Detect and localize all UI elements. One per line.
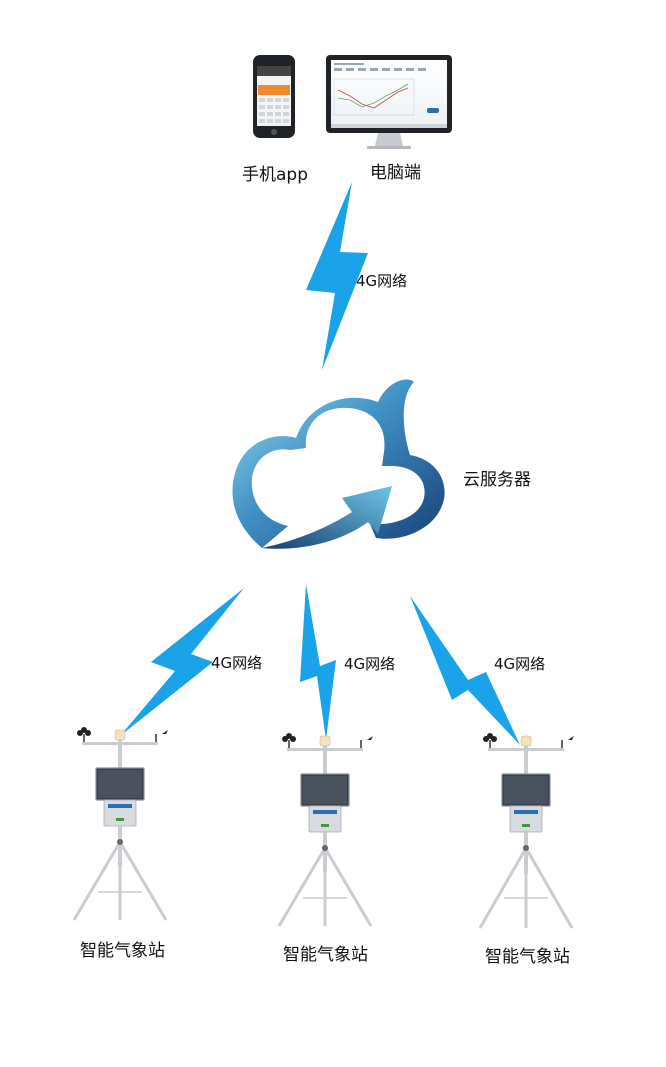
station-label-right: 智能气象站 [485,947,570,967]
lightning-downlink-center [300,584,336,740]
phone-icon [253,55,295,138]
cloud-server-icon [232,379,445,549]
weather-station-right [478,733,574,929]
stations-group [72,727,574,929]
phone-app-label: 手机app [242,165,308,185]
network-label-right: 4G网络 [494,655,546,673]
uplink-network-label: 4G网络 [356,272,408,290]
lightning-uplink [306,182,368,370]
weather-station-center [277,733,373,927]
monitor-icon [326,55,452,149]
cloud-server-label: 云服务器 [463,470,531,490]
lightning-downlink-left [120,588,244,736]
network-label-left: 4G网络 [211,654,263,672]
network-label-center: 4G网络 [344,655,396,673]
station-label-center: 智能气象站 [283,945,368,965]
pc-label: 电脑端 [370,163,421,183]
lightning-downlink-right [410,596,520,745]
station-label-left: 智能气象站 [80,941,165,961]
weather-station-left [72,727,168,921]
